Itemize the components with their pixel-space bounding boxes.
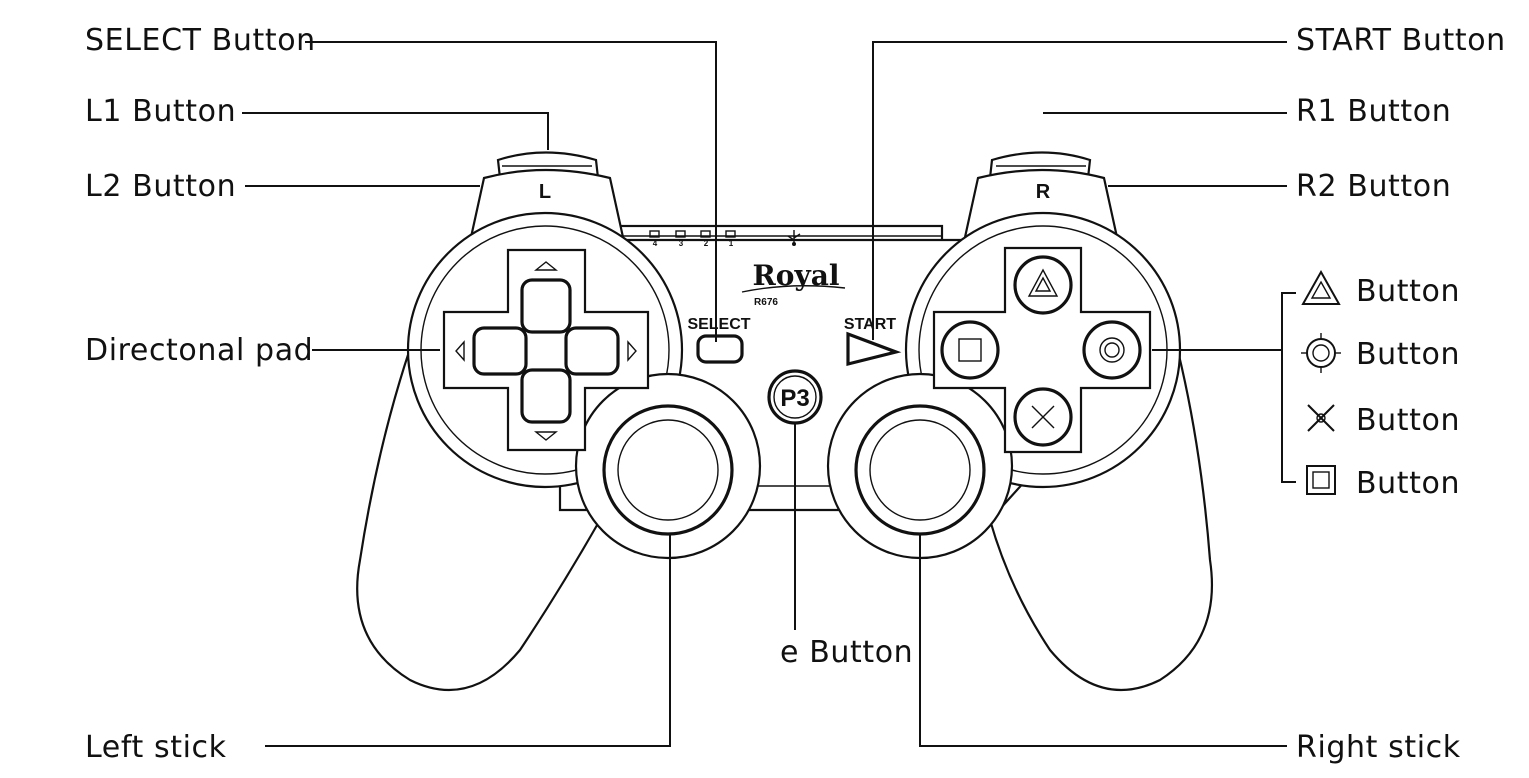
led-number-4: 4 [653, 239, 658, 248]
right-stick-label: Right stick [1296, 730, 1461, 765]
led-3 [675, 230, 686, 238]
l1-callout [242, 112, 549, 150]
dpad-up[interactable] [520, 278, 572, 334]
led-1 [725, 230, 736, 238]
triangle-button[interactable] [1013, 255, 1073, 315]
cross-symbol-icon [1031, 405, 1055, 429]
face-frame [932, 246, 1152, 454]
led-2 [700, 230, 711, 238]
r-marker: R [1036, 181, 1051, 203]
dpad-right-arrow-icon [627, 340, 637, 362]
start-text: START [844, 316, 896, 333]
led-indicators: 4 3 2 1 [649, 230, 736, 248]
model-number: R676 [754, 297, 778, 308]
left-stick-label: Left stick [85, 730, 227, 765]
led-4 [649, 230, 660, 238]
right-stick-callout [919, 535, 1287, 747]
left-stick[interactable] [602, 404, 734, 536]
start-label: START Button [1296, 23, 1506, 58]
p3-button[interactable] [767, 369, 823, 425]
dpad-down-arrow-icon [534, 431, 558, 441]
directional-pad [442, 248, 650, 452]
triangle-icon [1301, 269, 1341, 305]
square-button[interactable] [940, 320, 1000, 380]
select-label: SELECT Button [85, 23, 316, 58]
led-number-1: 1 [729, 239, 734, 248]
triangle-symbol-icon [1027, 268, 1059, 297]
select-button[interactable] [696, 334, 744, 364]
square-icon [1306, 465, 1336, 495]
dpad-left-arrow-icon [455, 340, 465, 362]
start-callout [872, 41, 1287, 340]
dpad-label: Directonal pad [85, 333, 313, 368]
usb-icon [787, 230, 801, 246]
l1-label: L1 Button [85, 94, 236, 129]
face-buttons [932, 246, 1152, 454]
dpad-up-arrow-icon [534, 261, 558, 271]
square-symbol-icon [958, 338, 982, 362]
callout-lines [242, 41, 1296, 747]
circle-icon [1301, 333, 1341, 373]
led-number-2: 2 [704, 239, 709, 248]
l2-label: L2 Button [85, 169, 236, 204]
right-stick[interactable] [854, 404, 986, 536]
dpad-left[interactable] [472, 326, 528, 376]
circle-label: Button [1356, 337, 1460, 372]
e-button-label: e Button [780, 635, 913, 670]
dpad-down[interactable] [520, 368, 572, 424]
cross-label: Button [1356, 403, 1460, 438]
circle-button[interactable] [1082, 320, 1142, 380]
face-bracket [1281, 292, 1296, 483]
left-grip [356, 317, 602, 692]
dpad-right[interactable] [564, 326, 620, 376]
r2-label: R2 Button [1296, 169, 1451, 204]
square-label: Button [1356, 466, 1460, 501]
dpad-frame [442, 248, 650, 452]
circle-symbol-icon [1099, 337, 1125, 363]
l-marker: L [539, 181, 551, 203]
select-callout [305, 41, 717, 342]
select-text: SELECT [687, 316, 750, 333]
start-button[interactable] [846, 331, 902, 367]
p3-text: P3 [780, 385, 809, 412]
r1-label: R1 Button [1296, 94, 1451, 129]
led-number-3: 3 [679, 239, 684, 248]
left-stick-callout [265, 535, 671, 747]
brand-swoosh [741, 285, 846, 293]
cross-icon [1307, 404, 1335, 432]
triangle-label: Button [1356, 274, 1460, 309]
